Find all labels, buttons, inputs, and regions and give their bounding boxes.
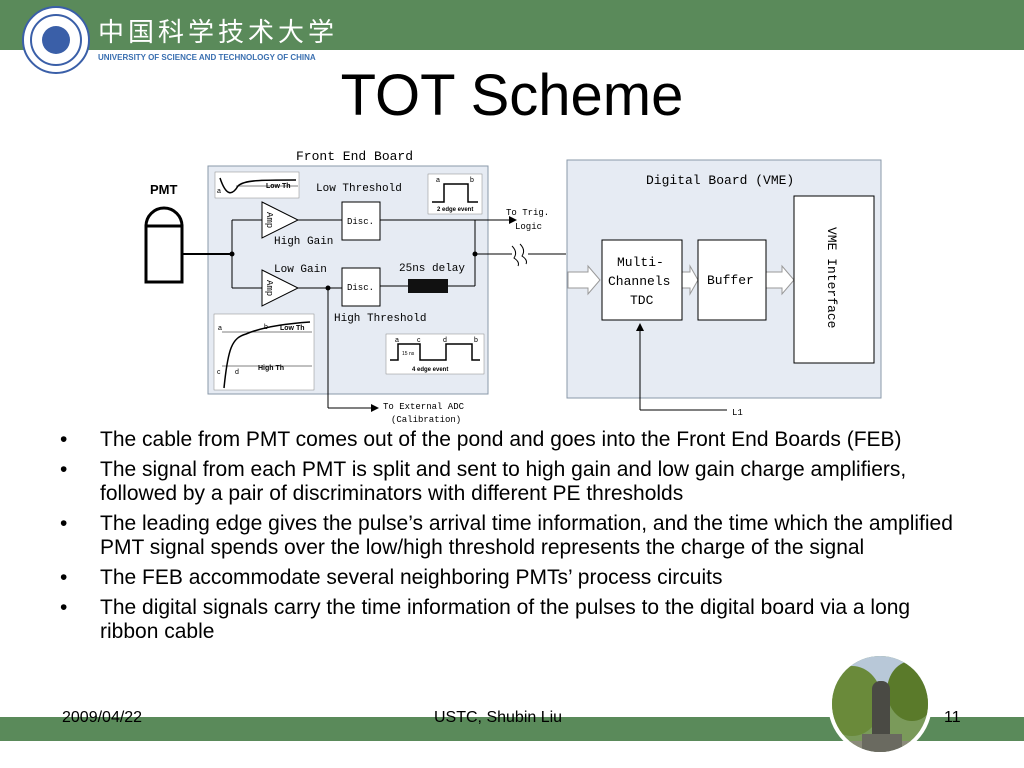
two-edge-b: b (470, 177, 474, 184)
bullet-item: The cable from PMT comes out of the pond… (55, 428, 970, 452)
tdc-box (601, 239, 683, 321)
bullet-item: The leading edge gives the pulse’s arriv… (55, 512, 970, 560)
tdc-line2: Channels (608, 274, 670, 289)
buffer-box (697, 239, 767, 321)
delay-label: 25ns delay (399, 263, 465, 275)
high-gain-label: High Gain (274, 236, 333, 248)
slide-title: TOT Scheme (340, 63, 684, 128)
hwave-c: c (217, 369, 221, 376)
amp-bottom-label: Amp (264, 280, 274, 296)
two-edge-a: a (436, 177, 440, 184)
four-edge-a: a (395, 337, 399, 344)
disc-top (341, 201, 381, 241)
tdc-line3: TDC (630, 293, 654, 308)
to-adc-line2: (Calibration) (391, 415, 461, 425)
hwave-high-th: High Th (258, 365, 284, 372)
tot-scheme-diagram: PMT Front End Board a Low Th Low Thresho… (144, 149, 882, 425)
low-threshold-label: Low Threshold (316, 183, 402, 195)
low-threshold-waveform-icon: a Low Th (214, 171, 300, 199)
header-band (0, 0, 1024, 50)
digital-board-label: Digital Board (VME) (646, 173, 794, 188)
university-seal-icon (22, 6, 90, 74)
bullet-item: The signal from each PMT is split and se… (55, 458, 970, 506)
high-threshold-label: High Threshold (334, 313, 426, 325)
to-trig-line2: Logic (515, 222, 542, 232)
hwave-d: d (235, 369, 239, 376)
amp-top-label: Amp (264, 212, 274, 228)
hollow-arrow-into-tdc-icon (567, 264, 601, 296)
ribbon-cable-break-icon (511, 243, 527, 267)
bullet-item: The FEB accommodate several neighboring … (55, 566, 970, 590)
two-edge-pulse-icon: a b 2 edge event (427, 173, 483, 215)
four-edge-d: d (443, 337, 447, 344)
disc-top-label: Disc. (347, 217, 374, 227)
hwave-a: a (218, 325, 222, 332)
amp-low-gain: Amp (261, 269, 300, 307)
wave-label-a: a (217, 188, 221, 195)
pmt-label: PMT (150, 182, 178, 197)
wave-label-low-th: Low Th (266, 183, 291, 190)
bullet-list: The cable from PMT comes out of the pond… (55, 428, 970, 650)
to-adc-line1: To External ADC (383, 402, 465, 412)
four-edge-ns: 15 ns (402, 351, 415, 357)
page-number: 11 (944, 709, 961, 726)
four-edge-b: b (474, 337, 478, 344)
front-end-board-label: Front End Board (296, 149, 413, 164)
vme-interface-box (793, 195, 875, 364)
bullet-item: The digital signals carry the time infor… (55, 596, 970, 644)
university-name-en: UNIVERSITY OF SCIENCE AND TECHNOLOGY OF … (98, 53, 316, 62)
disc-bottom (341, 267, 381, 307)
hollow-arrow-buffer-to-vme-icon (765, 264, 795, 296)
tdc-line1: Multi- (617, 255, 664, 270)
four-edge-pulse-icon: a c d b 15 ns 4 edge event (385, 333, 485, 375)
l1-label: L1 (732, 408, 743, 418)
high-threshold-waveform-icon: a b c d Low Th High Th (213, 313, 315, 391)
two-edge-label: 2 edge event (437, 207, 473, 213)
four-edge-label: 4 edge event (412, 367, 448, 373)
hollow-arrow-tdc-to-buffer-icon (681, 264, 699, 296)
pmt-icon (144, 206, 184, 284)
hwave-b: b (264, 324, 268, 331)
footer-date: 2009/04/22 (62, 709, 143, 726)
university-name-cn: 中国科学技术大学 (98, 18, 339, 48)
campus-statue-photo (828, 652, 932, 756)
four-edge-c: c (417, 337, 421, 344)
delay-block (408, 279, 448, 293)
hwave-low-th: Low Th (280, 325, 305, 332)
buffer-label: Buffer (707, 273, 754, 288)
vme-interface-label: VME Interface (824, 227, 839, 328)
footer-author: USTC, Shubin Liu (434, 709, 563, 726)
amp-high-gain: Amp (261, 201, 300, 239)
low-gain-label: Low Gain (274, 264, 327, 276)
to-trig-line1: To Trig. (506, 208, 549, 218)
disc-bottom-label: Disc. (347, 283, 374, 293)
